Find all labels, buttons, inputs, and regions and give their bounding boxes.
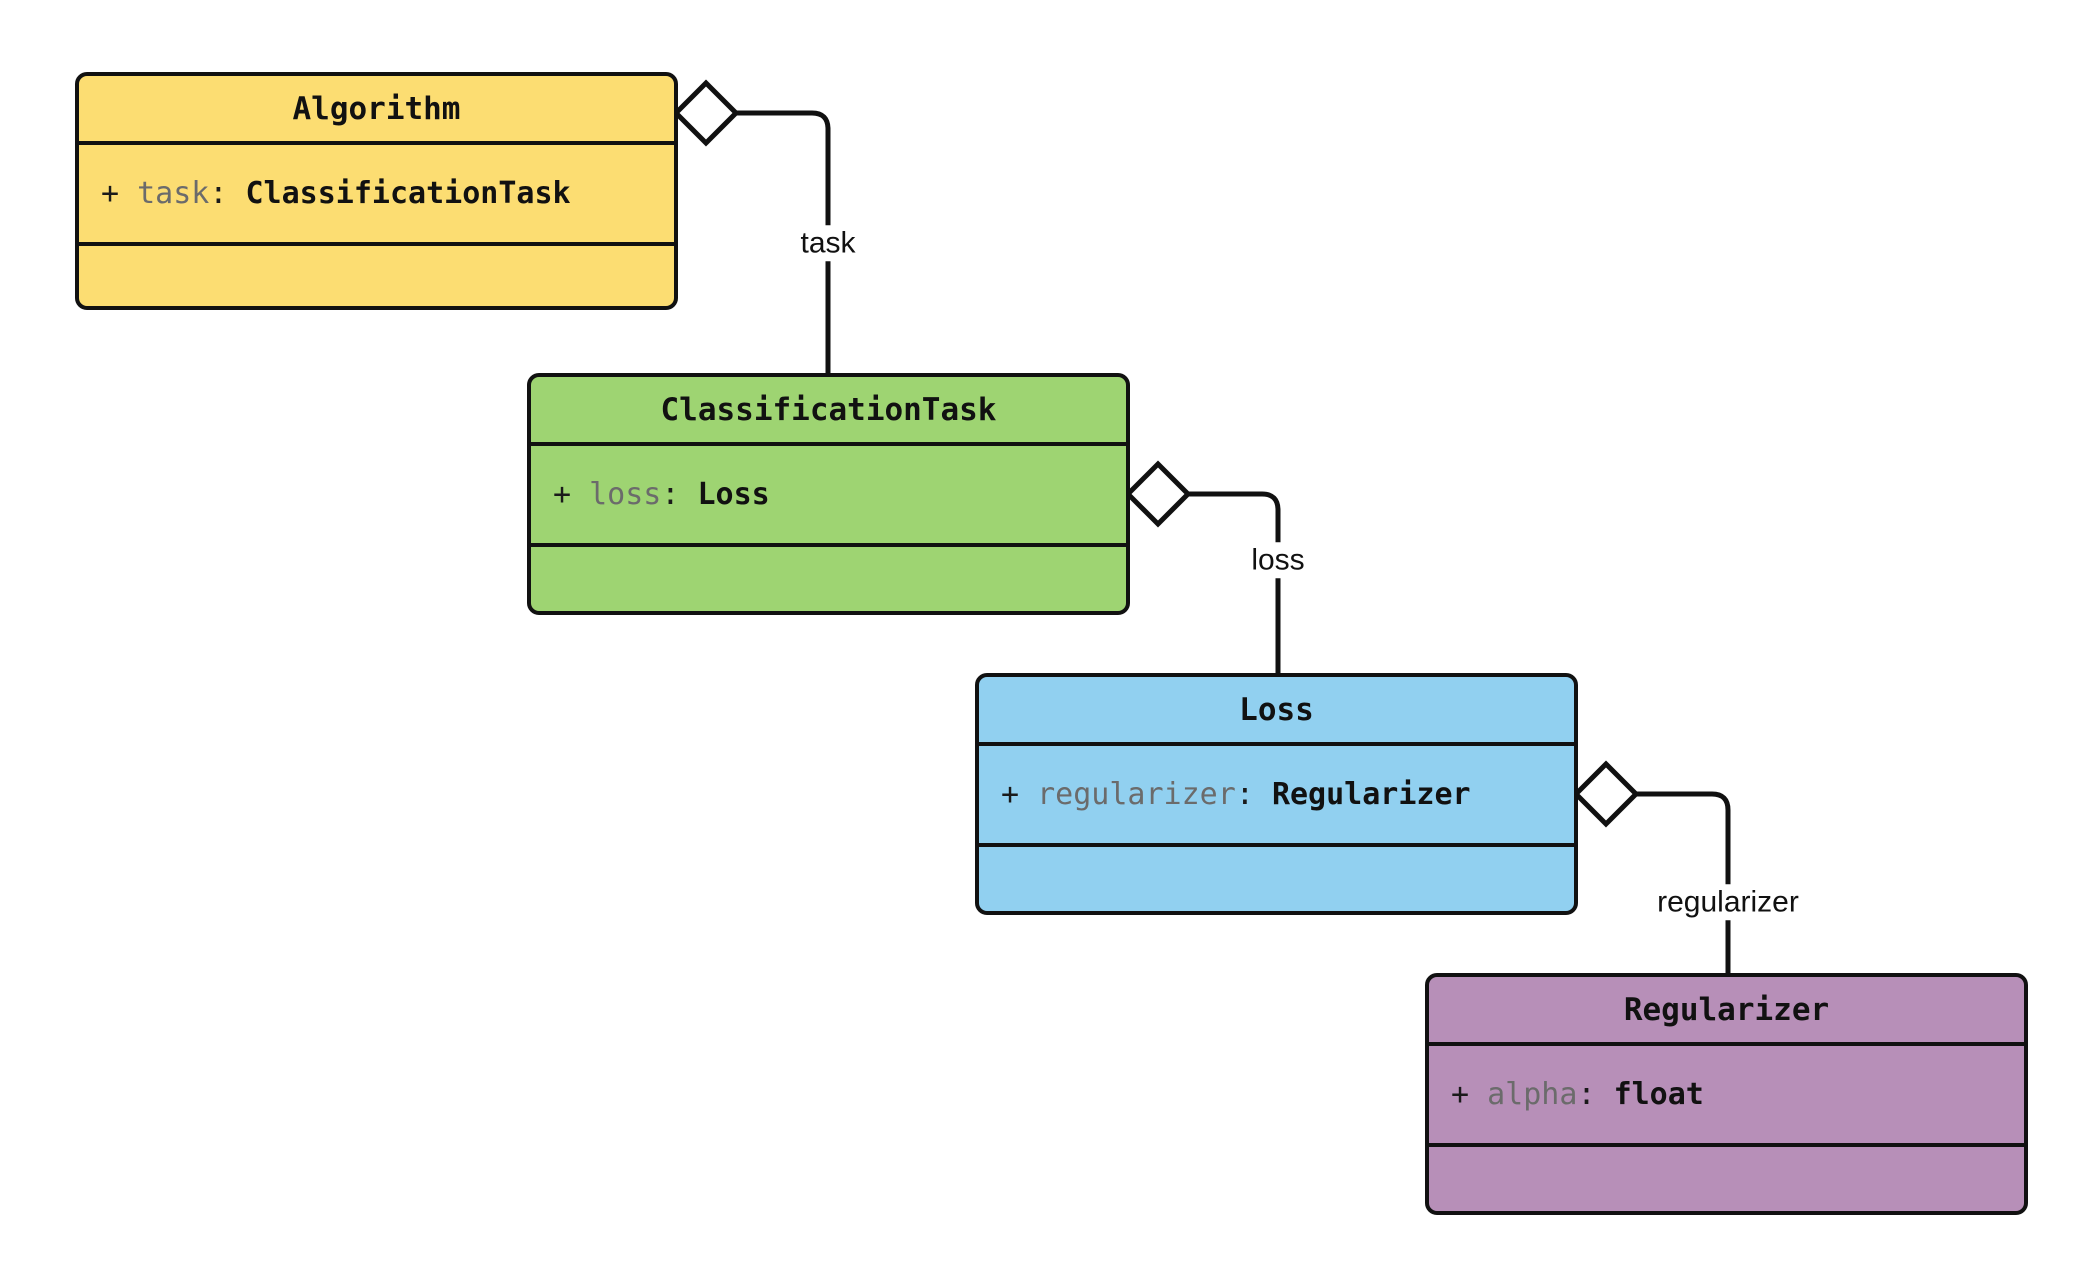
aggregation-diamond-icon	[1572, 760, 1640, 828]
uml-attribute-row: + alpha: float	[1451, 1078, 1704, 1111]
uml-class-classificationtask[interactable]: ClassificationTask + loss: Loss	[527, 373, 1130, 615]
uml-attributes-loss: + regularizer: Regularizer	[979, 746, 1574, 847]
attribute-visibility: +	[553, 477, 572, 512]
attribute-type: Loss	[697, 477, 770, 512]
attribute-type: Regularizer	[1271, 777, 1471, 812]
uml-class-loss[interactable]: Loss + regularizer: Regularizer	[975, 673, 1578, 915]
uml-class-title-algorithm: Algorithm	[79, 76, 674, 145]
uml-class-title-classificationtask: ClassificationTask	[531, 377, 1126, 446]
attribute-name: loss	[589, 477, 662, 512]
uml-methods-loss	[979, 847, 1574, 911]
relation-label-task: task	[794, 225, 862, 261]
uml-methods-algorithm	[79, 246, 674, 306]
uml-class-algorithm[interactable]: Algorithm + task: ClassificationTask	[75, 72, 678, 310]
attribute-separator: :	[1235, 777, 1254, 812]
attribute-visibility: +	[101, 176, 120, 211]
uml-class-title-loss: Loss	[979, 677, 1574, 746]
relation-label-loss: loss	[1245, 542, 1311, 578]
attribute-separator: :	[661, 477, 680, 512]
attribute-name: task	[137, 176, 210, 211]
uml-attributes-classificationtask: + loss: Loss	[531, 446, 1126, 547]
attribute-visibility: +	[1451, 1077, 1470, 1112]
relation-label-regularizer: regularizer	[1651, 884, 1805, 920]
attribute-type: ClassificationTask	[245, 176, 571, 211]
attribute-name: alpha	[1487, 1077, 1578, 1112]
uml-attributes-regularizer: + alpha: float	[1429, 1046, 2024, 1147]
relation-rel-regularizer[interactable]	[1572, 760, 1731, 973]
uml-class-regularizer[interactable]: Regularizer + alpha: float	[1425, 973, 2028, 1215]
uml-methods-classificationtask	[531, 547, 1126, 611]
attribute-separator: :	[209, 176, 228, 211]
attribute-type: float	[1613, 1077, 1704, 1112]
attribute-separator: :	[1577, 1077, 1596, 1112]
attribute-name: regularizer	[1037, 777, 1236, 812]
attribute-visibility: +	[1001, 777, 1020, 812]
aggregation-diamond-icon	[1124, 460, 1192, 528]
uml-attribute-row: + task: ClassificationTask	[101, 177, 571, 210]
relation-line	[1188, 491, 1281, 673]
uml-attribute-row: + regularizer: Regularizer	[1001, 778, 1471, 811]
uml-class-title-regularizer: Regularizer	[1429, 977, 2024, 1046]
uml-attribute-row: + loss: Loss	[553, 478, 770, 511]
uml-attributes-algorithm: + task: ClassificationTask	[79, 145, 674, 246]
aggregation-diamond-icon	[672, 79, 740, 147]
uml-methods-regularizer	[1429, 1147, 2024, 1211]
